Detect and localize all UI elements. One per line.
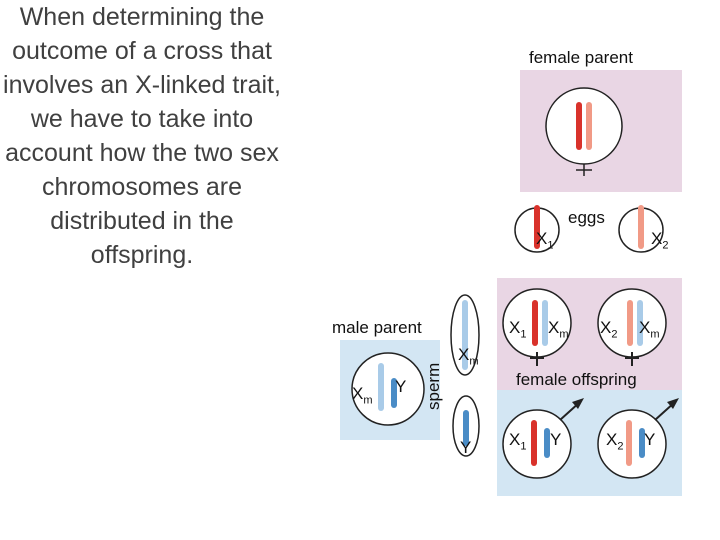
male-parent-cell	[351, 352, 425, 426]
female-parent-label: female parent	[529, 48, 633, 67]
male-xm-label: Xm	[352, 384, 373, 407]
m1-x1-label: X1	[509, 430, 527, 453]
male-parent-label: male parent	[332, 318, 422, 337]
male-chromosome-xm	[378, 363, 384, 411]
female-parent-cell	[545, 87, 623, 165]
female-chromosome-x1	[576, 102, 582, 150]
m1-y-label: Y	[550, 430, 562, 449]
f2-xm-label: Xm	[639, 318, 660, 341]
male-y-label: Y	[395, 377, 407, 396]
sperm-label: sperm	[424, 362, 443, 410]
m2-y-label: Y	[644, 430, 656, 449]
f2-x2-label: X2	[600, 318, 618, 341]
sperm-y-label: Y	[460, 438, 472, 457]
eggs-label: eggs	[568, 208, 605, 227]
female-offspring-label: female offspring	[516, 370, 637, 389]
f1-x1-label: X1	[509, 318, 527, 341]
sperm-xm-label: Xm	[458, 345, 479, 368]
female-chromosome-x2	[586, 102, 592, 150]
f1-xm-label: Xm	[548, 318, 569, 341]
m2-x2-label: X2	[606, 430, 624, 453]
egg-x1-label: X1	[536, 229, 554, 252]
slide-body-text: When determining the outcome of a cross …	[3, 3, 281, 269]
male-chromosome-y	[391, 378, 397, 408]
egg-x2-label: X2	[651, 229, 669, 252]
